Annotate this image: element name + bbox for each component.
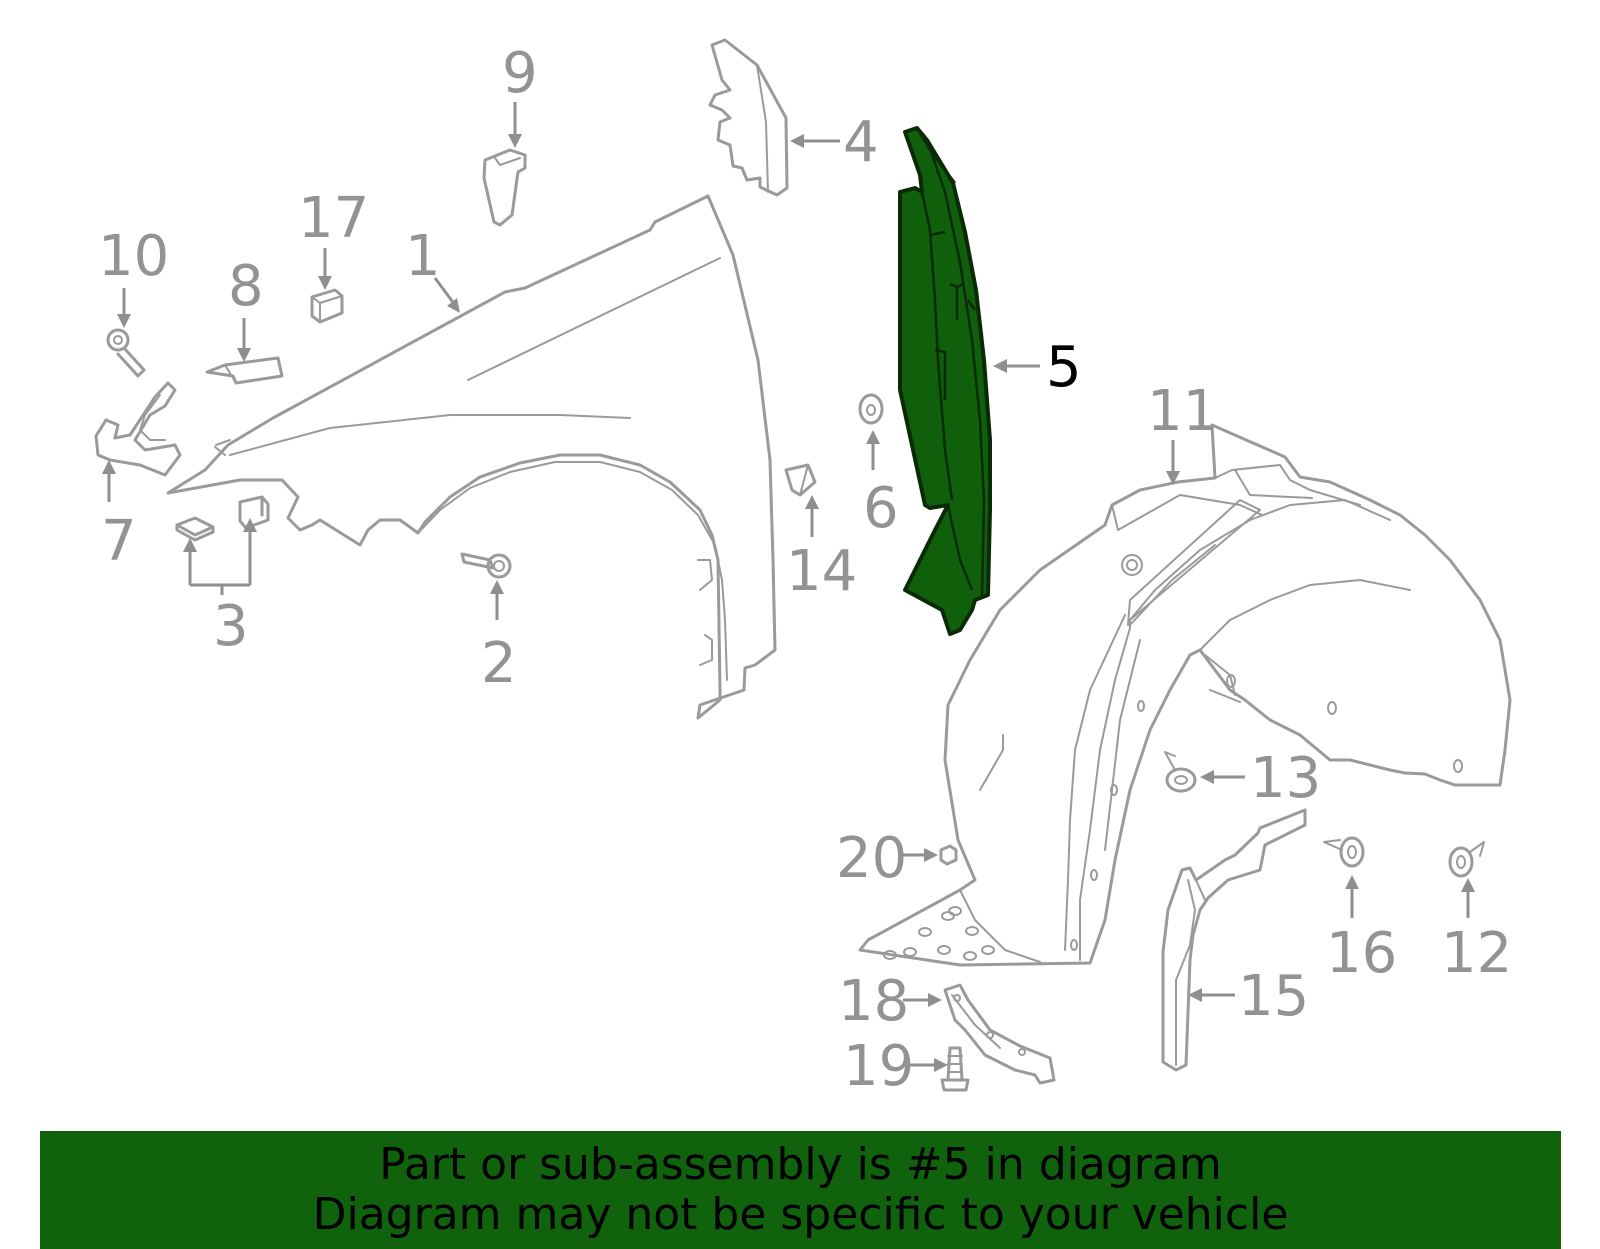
part-2-bolt	[460, 552, 512, 579]
callout-2: 2	[481, 631, 517, 696]
callout-5: 5	[1046, 335, 1082, 400]
part-16-pin	[1323, 836, 1365, 868]
part-11-liner	[858, 423, 1512, 967]
part-8-strip	[205, 356, 284, 385]
part-15-strip	[1161, 808, 1307, 1072]
callout-14: 14	[786, 539, 857, 604]
part-7-bracket	[94, 381, 182, 477]
callout-8: 8	[228, 254, 264, 319]
callout-6: 6	[863, 476, 899, 541]
callout-18: 18	[838, 969, 909, 1034]
callout-17: 17	[298, 186, 369, 251]
part-17-clip	[310, 288, 344, 324]
part-10-bolt	[106, 328, 146, 378]
callout-15: 15	[1238, 964, 1309, 1029]
banner-line-1: Part or sub-assembly is #5 in diagram	[379, 1139, 1222, 1190]
callout-19: 19	[843, 1034, 914, 1099]
part-20-nut	[939, 844, 958, 866]
callout-20: 20	[836, 826, 907, 891]
callout-12: 12	[1441, 921, 1512, 986]
part-18-bracket	[943, 983, 1056, 1085]
callout-10: 10	[98, 224, 169, 289]
part-1-fender	[166, 194, 777, 720]
callout-9: 9	[502, 41, 538, 106]
callout-13: 13	[1250, 746, 1321, 811]
part-3-clips	[175, 495, 270, 542]
callout-labels: 1 2 3 4 5 6 7 8 9 10 11 12 13 14 15 16 1…	[98, 41, 1512, 1099]
part-6-washer	[858, 393, 884, 425]
part-12-pin	[1448, 841, 1485, 878]
banner-line-2: Diagram may not be specific to your vehi…	[312, 1189, 1289, 1240]
part-4-bracket	[708, 38, 789, 197]
part-19-screw	[940, 1046, 970, 1092]
part-14-clip	[784, 463, 817, 497]
callout-7: 7	[101, 509, 137, 574]
callout-11: 11	[1147, 379, 1218, 444]
leader-arrows	[102, 102, 1475, 1072]
callout-1: 1	[405, 224, 441, 289]
callout-3: 3	[213, 594, 249, 659]
callout-16: 16	[1326, 921, 1397, 986]
part-13-pin	[1164, 751, 1197, 793]
part-9-clip	[482, 148, 527, 227]
info-banner: Part or sub-assembly is #5 in diagram Di…	[40, 1131, 1561, 1249]
callout-4: 4	[843, 110, 879, 175]
part-5-seal-highlighted	[898, 126, 992, 636]
